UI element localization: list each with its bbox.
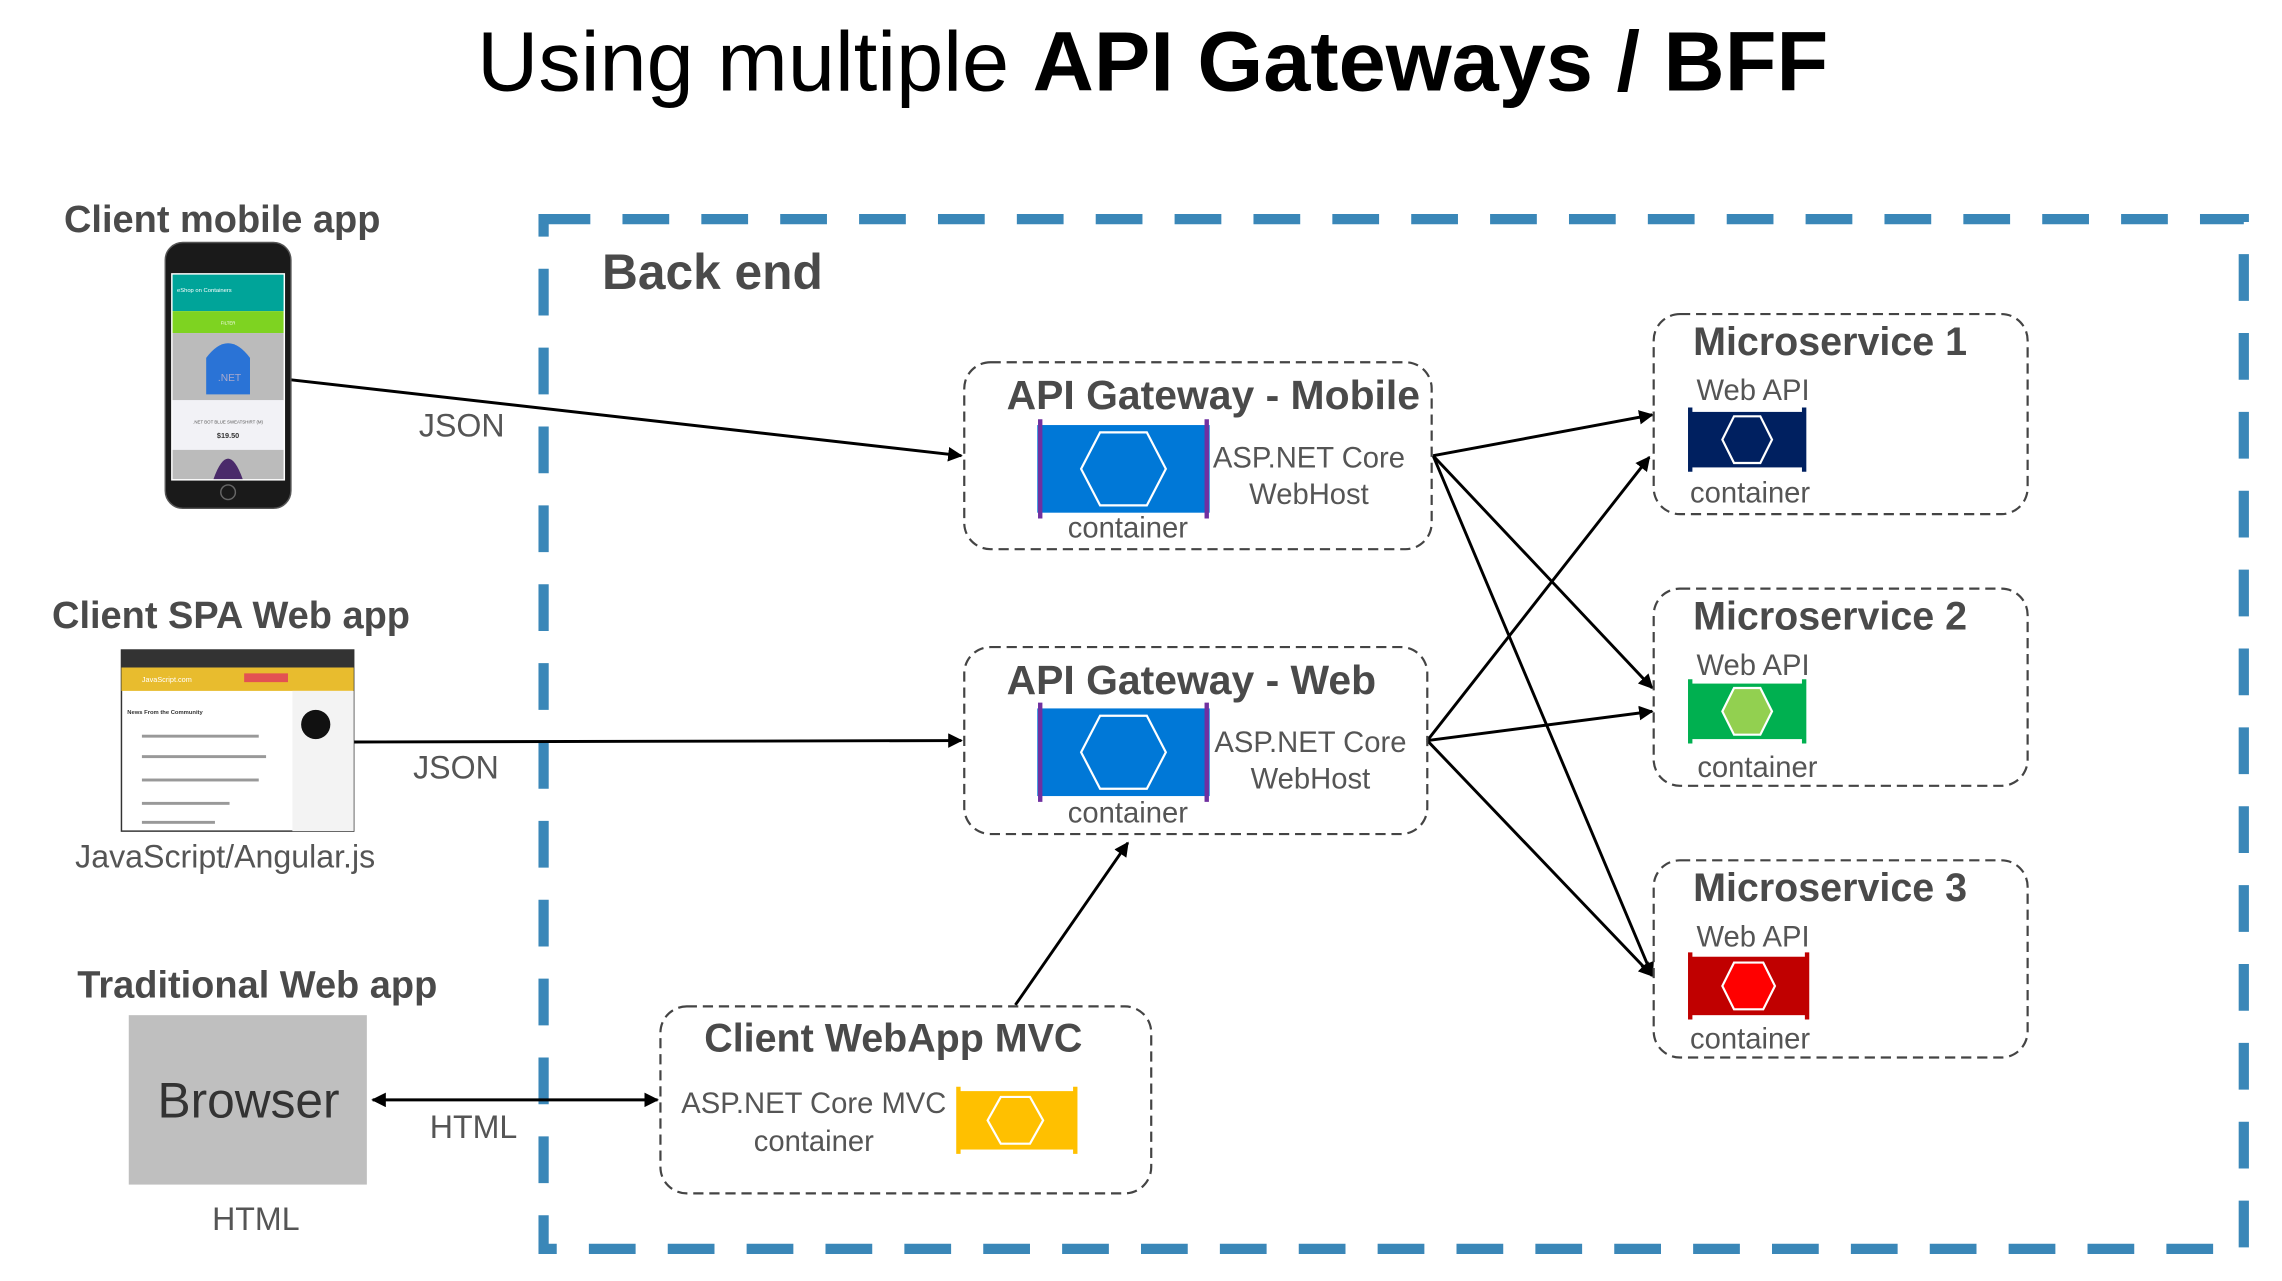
gateway-host: WebHost — [1249, 479, 1369, 511]
microservice-title: Microservice 1 — [1693, 320, 1967, 364]
backend-label: Back end — [602, 244, 823, 300]
container-icon — [1688, 952, 1810, 1020]
phone-product: .NET BOT BLUE SWEATSHIRT (M) — [193, 420, 263, 425]
microservice-2: Microservice 2 Web API container — [1652, 587, 2029, 787]
arrow-gwm-ms1 — [1432, 410, 1654, 458]
container-icon — [1037, 702, 1210, 802]
arrow-gww-ms2 — [1427, 705, 1654, 743]
microservice-title: Microservice 2 — [1693, 595, 1967, 639]
mvc-title: Client WebApp MVC — [704, 1017, 1082, 1061]
mvc-tech: ASP.NET Core MVC — [681, 1088, 946, 1120]
arrow-gww-ms3 — [1426, 739, 1654, 977]
container-label: container — [1690, 1024, 1810, 1056]
arrow-gwm-ms2 — [1432, 454, 1654, 690]
gateway-host: WebHost — [1251, 764, 1371, 796]
gateway-mobile-title: API Gateway - Mobile — [1007, 372, 1420, 418]
spa-heading: News From the Community — [127, 710, 203, 716]
spa-site-name: JavaScript.com — [142, 675, 192, 684]
arrow-gwm-ms3 — [1431, 455, 1654, 978]
container-icon — [956, 1086, 1078, 1154]
client-mobile-label: Client mobile app — [64, 199, 380, 241]
phone-filter: FILTER — [221, 320, 236, 325]
container-label: container — [1697, 752, 1817, 784]
spa-caption: JavaScript/Angular.js — [75, 839, 375, 875]
container-icon — [1688, 679, 1807, 744]
phone-logo: .NET — [218, 373, 241, 384]
mobile-protocol-label: JSON — [419, 408, 505, 444]
container-icon — [1688, 407, 1807, 472]
container-icon — [1037, 419, 1210, 519]
browser-label: Browser — [157, 1072, 339, 1128]
phone-price: $19.50 — [217, 431, 239, 440]
spa-protocol-label: JSON — [413, 750, 499, 786]
arrow-spa-to-gateway — [353, 733, 963, 748]
gateway-web: API Gateway - Web container ASP.NET Core… — [963, 645, 1429, 836]
arrow-gww-ms1 — [1426, 456, 1651, 742]
mvc-container-label: container — [754, 1126, 874, 1158]
microservice-api-label: Web API — [1696, 650, 1809, 682]
page-title: Using multiple API Gateways / BFF — [477, 14, 1828, 109]
microservice-title: Microservice 3 — [1693, 866, 1967, 910]
client-webapp-mvc: Client WebApp MVC ASP.NET Core MVC conta… — [659, 1005, 1153, 1195]
title-bold: API Gateways / BFF — [1033, 14, 1829, 109]
html-protocol-label: HTML — [430, 1109, 517, 1145]
backend-boundary — [538, 213, 2249, 1254]
browser-box — [128, 1015, 367, 1185]
spa-screenshot: JavaScript.com News From the Community — [120, 649, 355, 832]
connections — [290, 378, 1654, 1108]
gateway-tech: ASP.NET Core — [1214, 727, 1406, 759]
microservice-api-label: Web API — [1696, 375, 1809, 407]
arrow-mobile-to-gateway — [290, 378, 963, 462]
container-label: container — [1690, 477, 1810, 509]
phone-app-title: eShop on Containers — [177, 288, 232, 294]
title-normal: Using multiple — [477, 14, 1032, 109]
arrow-mvc-to-gateway — [1014, 841, 1130, 1006]
gateway-mobile: API Gateway - Mobile container ASP.NET C… — [963, 361, 1433, 551]
microservice-api-label: Web API — [1696, 922, 1809, 954]
container-label: container — [1068, 797, 1188, 829]
gateway-tech: ASP.NET Core — [1213, 442, 1405, 474]
microservice-1: Microservice 1 Web API container — [1652, 312, 2029, 516]
browser-caption: HTML — [212, 1201, 299, 1237]
microservice-3: Microservice 3 Web API container — [1652, 859, 2029, 1059]
client-traditional-label: Traditional Web app — [77, 965, 437, 1007]
client-spa-label: Client SPA Web app — [52, 595, 410, 637]
gateway-web-title: API Gateway - Web — [1007, 657, 1377, 703]
phone-image: eShop on Containers FILTER .NET .NET BOT… — [164, 241, 292, 510]
container-label: container — [1068, 513, 1188, 545]
